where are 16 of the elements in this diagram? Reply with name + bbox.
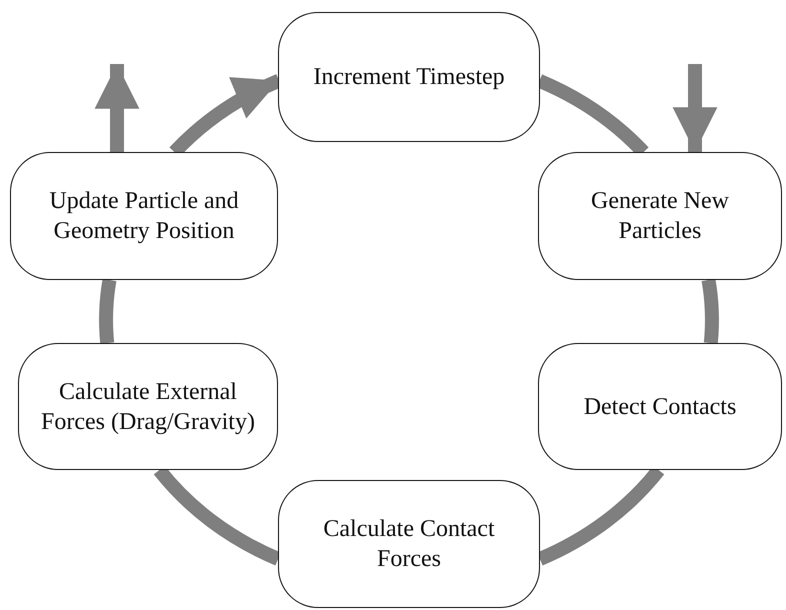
step-label: Detect Contacts	[584, 392, 736, 422]
step-label: Update Particle and Geometry Position	[48, 187, 240, 246]
connector-line	[99, 278, 116, 344]
step-label: Generate New Particles	[590, 187, 730, 246]
process-box	[278, 12, 540, 142]
step-label: Calculate Contact Forces	[322, 515, 496, 574]
process-box	[538, 152, 782, 280]
arrow	[672, 64, 718, 152]
process-box	[278, 480, 540, 608]
process-box	[10, 152, 278, 280]
arrow	[94, 64, 140, 152]
process-box	[18, 343, 278, 470]
step-label: Calculate External Forces (Drag/Gravity)	[40, 378, 256, 436]
step-label: Increment Timestep	[313, 63, 505, 92]
process-box	[538, 343, 782, 470]
connector-line	[702, 278, 719, 344]
